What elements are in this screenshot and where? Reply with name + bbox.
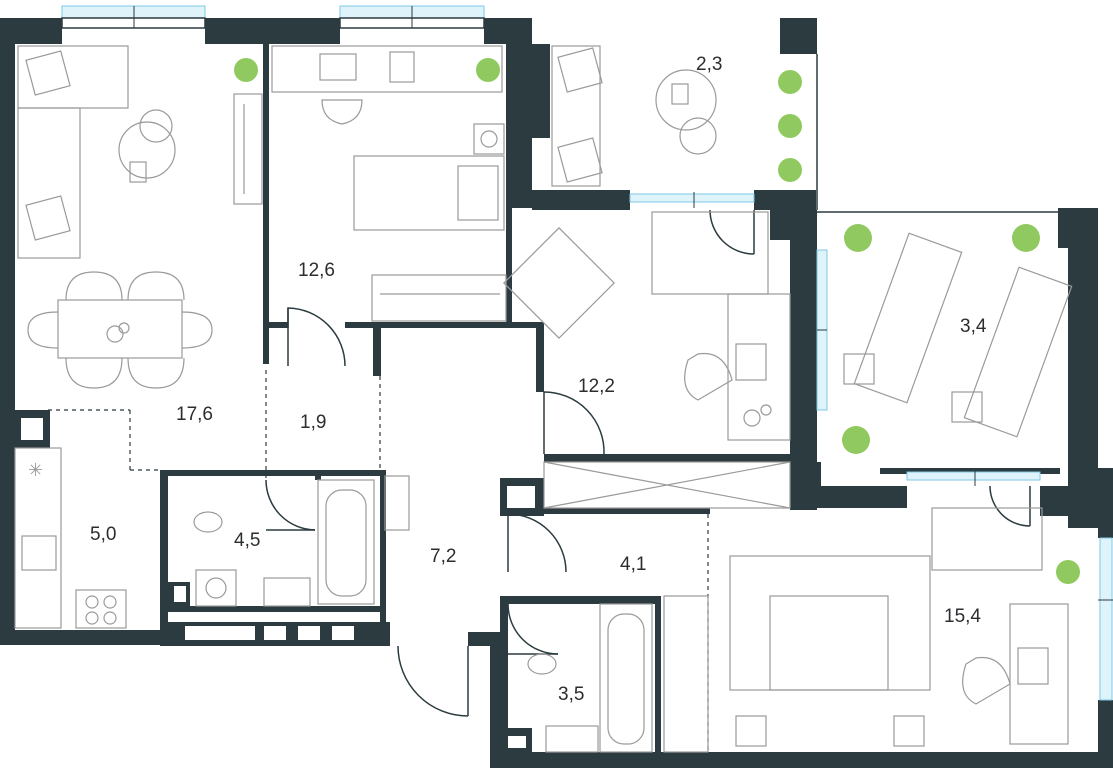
svg-text:✳: ✳ bbox=[28, 460, 43, 481]
area-bedroom-1: 12,6 bbox=[298, 260, 335, 281]
doors bbox=[265, 209, 1031, 717]
area-kitchen: 5,0 bbox=[90, 524, 116, 545]
area-living: 17,6 bbox=[176, 404, 213, 425]
zone-lines bbox=[48, 370, 709, 752]
windows bbox=[61, 5, 1113, 701]
wall-holes bbox=[21, 418, 535, 748]
plants bbox=[234, 58, 1080, 584]
area-hall: 1,9 bbox=[300, 412, 326, 433]
area-corridor: 7,2 bbox=[430, 546, 456, 567]
area-office: 12,2 bbox=[578, 376, 615, 397]
walls bbox=[0, 18, 1113, 768]
area-bathroom-1: 4,5 bbox=[234, 530, 260, 551]
area-bathroom-2: 3,5 bbox=[558, 684, 584, 705]
area-loggia-1: 2,3 bbox=[696, 54, 722, 75]
area-bedroom-2: 15,4 bbox=[944, 606, 981, 627]
area-terrace: 3,4 bbox=[960, 316, 987, 337]
area-wardrobe: 4,1 bbox=[620, 554, 646, 575]
area-labels: 17,6 12,6 2,3 12,2 3,4 1,9 5,0 4,5 7,2 4… bbox=[90, 54, 987, 705]
furniture: ✳ bbox=[14, 45, 1073, 753]
